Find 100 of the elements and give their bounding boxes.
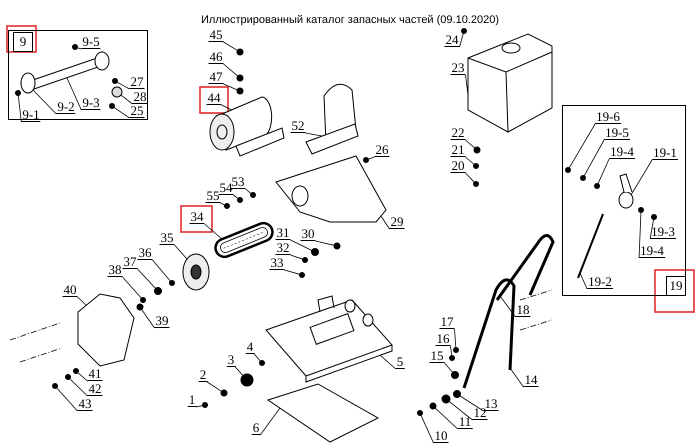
fastener-dot [169,280,175,286]
callout-number: 25 [130,104,144,118]
fastener-dot [237,197,243,203]
fastener-dot [651,214,657,220]
callout-number: 32 [276,241,290,255]
leader-line [448,401,473,420]
callout-number: 6 [252,421,260,435]
leader-line [260,408,280,436]
fastener-dot [112,78,118,84]
fastener-dot [299,272,305,278]
leader-line [206,382,222,392]
leader-line [380,216,390,230]
callout-number: 12 [472,406,488,420]
inset-panel [562,105,686,296]
fastener-dot [240,374,254,386]
leader-line [454,328,456,348]
fastener-dot [417,410,423,416]
leader-line [510,368,524,388]
leader-line [450,346,452,356]
callout-number: 30 [300,227,316,241]
fastener-dot [453,390,461,398]
callout-number: 41 [88,367,102,381]
leader-line [315,240,334,246]
fastener-dot [224,203,230,209]
callout-number: 10 [434,429,448,443]
callout-number: 9-3 [81,96,101,110]
fastener-dot [638,207,644,213]
leader-line [638,212,642,258]
callout-number: 5 [396,355,404,369]
leader-line [245,188,252,194]
leader-line [290,254,304,260]
inset-panel [8,30,148,120]
callout-number: 21 [450,143,466,157]
callout-number: 35 [160,231,174,245]
callout-number: 19-2 [587,275,613,289]
callout-number: 37 [122,255,138,269]
leader-line [305,132,322,136]
fastener-dot [363,157,369,163]
callout-number: 46 [208,50,224,64]
leader-line [459,33,464,48]
callout-number: 22 [450,126,466,140]
fastener-dot [73,368,79,374]
leader-line [77,296,86,306]
callout-number: 13 [484,397,498,411]
leader-line [420,414,434,444]
pad-drawing [266,383,380,443]
fastener-dot [449,355,455,361]
callout-number: 43 [78,397,92,411]
pulley-drawing [182,254,210,290]
callout-number: 11 [458,415,472,429]
wheel-kit-drawing [20,52,110,94]
fastener-dot [236,88,244,94]
fastener-dot [15,90,21,96]
callout-number: 2 [198,368,208,382]
leader-line [223,64,238,76]
page-title: Иллюстрированный каталог запасных частей (09.10.2020) [200,14,500,26]
leader-line [434,408,458,430]
fastener-dot [220,390,228,396]
leader-line [584,140,604,176]
throttle-lever-drawing [618,173,634,208]
leader-line [460,396,484,412]
leader-line [500,296,516,318]
handle-drawing [496,234,554,301]
leader-line [174,244,188,260]
fastener-dot [136,304,144,310]
callout-number: 9-5 [81,35,101,49]
leader-line [221,104,232,110]
leader-line [580,272,588,290]
callout-number: 29 [390,215,404,229]
leader-line [114,107,130,118]
leader-line [465,140,476,148]
leader-line [465,172,475,183]
callout-number: 33 [270,256,284,270]
fastener-dot [473,163,479,169]
callout-number: 24 [444,33,460,47]
fastener-dot [451,371,459,379]
leader-line [122,276,142,299]
fastener-dot [580,175,586,181]
leader-line [66,78,82,110]
callout-number: 55 [206,189,220,203]
leader-line [120,94,133,104]
fastener-dot [594,183,600,189]
callout-number: 15 [430,349,444,363]
leader-line [233,194,238,199]
callout-number: 14 [524,373,538,387]
leader-line [141,309,155,328]
callout-number: 16 [436,332,450,346]
leader-line [152,260,171,282]
callout-number: 19-5 [604,126,630,140]
leader-line [204,224,222,240]
leader-line [234,366,244,376]
leader-line [284,270,300,275]
fastener-dot [202,402,208,408]
inset-number: 19 [666,276,686,296]
fastener-dot [140,297,146,303]
callout-number: 54 [218,181,234,195]
callout-number: 23 [450,61,466,75]
leader-line [380,354,396,370]
leader-line [223,84,238,90]
inset-number: 9 [13,32,33,52]
